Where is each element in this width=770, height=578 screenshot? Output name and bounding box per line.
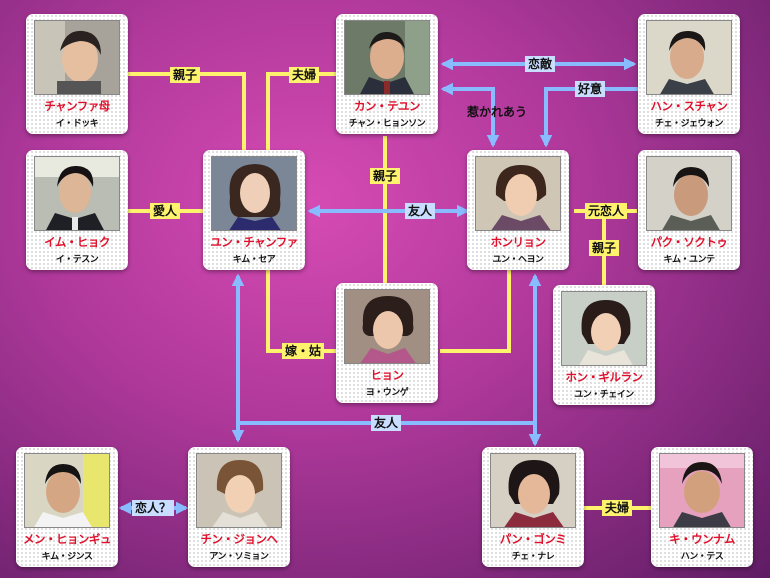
portrait — [34, 156, 120, 231]
label-rival: 恋敵 — [524, 56, 556, 72]
label-parent-child-2: 親子 — [369, 168, 401, 184]
label-lover-q: 恋人？ — [131, 500, 175, 516]
actor-name: ユン・チェイン — [574, 390, 634, 400]
card-honryon[interactable]: ホンリョン ユン・ヘヨン — [467, 150, 569, 270]
actor-name: アン・ソミョン — [209, 552, 269, 562]
card-im-hyuk[interactable]: イム・ヒョク イ・テスン — [26, 150, 128, 270]
card-chanfa-mother[interactable]: チャンファ母 イ・ドッキ — [26, 14, 128, 134]
character-name: カン・テユン — [354, 99, 421, 113]
line-mother-chanfa — [128, 72, 246, 150]
actor-name: キム・セア — [232, 255, 276, 265]
portrait — [211, 156, 297, 231]
label-in-law: 嫁・姑 — [281, 343, 325, 359]
card-men-hyongyu[interactable]: メン・ヒョンギュ キム・ジンス — [16, 447, 118, 567]
portrait — [475, 156, 561, 231]
character-name: ハン・スチャン — [650, 99, 728, 113]
label-friend-2: 友人 — [370, 415, 402, 431]
label-friend-1: 友人 — [404, 203, 436, 219]
portrait — [646, 156, 732, 231]
character-name: チャンファ母 — [44, 99, 110, 113]
character-name: パク・ソクトゥ — [650, 235, 728, 249]
actor-name: ハン・テス — [680, 552, 724, 562]
line-han-honryon — [539, 87, 638, 148]
portrait — [34, 20, 120, 95]
line-honryon-hyon — [440, 270, 511, 353]
card-pan-gonmi[interactable]: パン・ゴンミ チェ・ナレ — [482, 447, 584, 567]
card-chin-jonghe[interactable]: チン・ジョンヘ アン・ソミョン — [188, 447, 290, 567]
portrait — [646, 20, 732, 95]
character-name: ホンリョン — [490, 235, 547, 249]
actor-name: ユン・ヘヨン — [492, 255, 544, 265]
card-hyon[interactable]: ヒョン ヨ・ウンゲ — [336, 283, 438, 403]
portrait — [561, 291, 647, 366]
card-yun-chanfa[interactable]: ユン・チャンファ キム・セア — [203, 150, 305, 270]
portrait — [490, 453, 576, 528]
label-attracted: 惹かれあう — [466, 105, 528, 119]
label-parent-child-1: 親子 — [169, 67, 201, 83]
label-ex-lover: 元恋人 — [584, 203, 628, 219]
portrait — [344, 20, 430, 95]
line-kang-chanfa — [266, 72, 336, 150]
actor-name: キム・ジンス — [41, 552, 93, 562]
label-married-1: 夫婦 — [288, 67, 320, 83]
line-chanfa-hyon — [266, 270, 336, 353]
character-name: メン・ヒョンギュ — [23, 532, 112, 546]
label-lover: 愛人 — [149, 203, 181, 219]
label-favor: 好意 — [574, 81, 606, 97]
portrait — [24, 453, 110, 528]
character-name: ユン・チャンファ — [210, 235, 298, 249]
actor-name: イ・ドッキ — [55, 119, 99, 129]
character-name: パン・ゴンミ — [499, 532, 567, 546]
card-hon-girlan[interactable]: ホン・ギルラン ユン・チェイン — [553, 285, 655, 405]
portrait — [344, 289, 430, 364]
character-name: ヒョン — [370, 368, 405, 382]
label-parent-child-3: 親子 — [588, 240, 620, 256]
card-park-sokdu[interactable]: パク・ソクトゥ キム・ユンテ — [638, 150, 740, 270]
character-name: ホン・ギルラン — [565, 370, 644, 384]
character-name: チン・ジョンヘ — [200, 532, 279, 546]
actor-name: チェ・ナレ — [511, 552, 555, 562]
character-name: イム・ヒョク — [44, 235, 110, 249]
line-kang-honryon — [440, 82, 500, 148]
card-ki-unnam[interactable]: キ・ウンナム ハン・テス — [651, 447, 753, 567]
portrait — [196, 453, 282, 528]
card-han-suchan[interactable]: ハン・スチャン チェ・ジェウォン — [638, 14, 740, 134]
card-kang-taeyun[interactable]: カン・テユン チャン・ヒョンソン — [336, 14, 438, 134]
actor-name: チェ・ジェウォン — [654, 119, 724, 129]
character-name: キ・ウンナム — [669, 532, 735, 546]
actor-name: チャン・ヒョンソン — [348, 119, 426, 129]
actor-name: キム・ユンテ — [663, 255, 715, 265]
portrait — [659, 453, 745, 528]
actor-name: イ・テスン — [55, 255, 99, 265]
actor-name: ヨ・ウンゲ — [365, 388, 409, 398]
label-married-2: 夫婦 — [601, 500, 633, 516]
